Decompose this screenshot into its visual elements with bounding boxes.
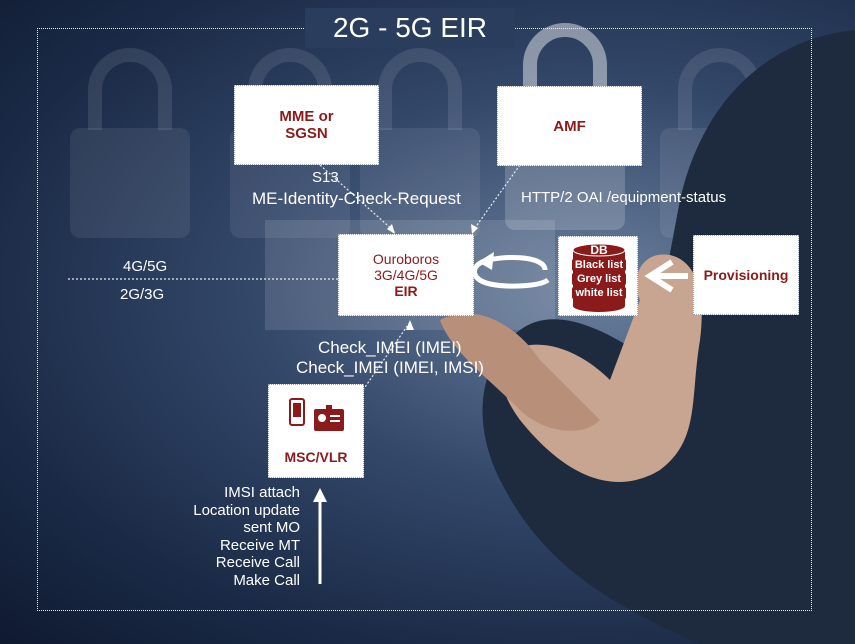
event-receive-mt: Receive MT [150, 537, 300, 555]
event-make-call: Make Call [150, 572, 300, 590]
event-receive-call: Receive Call [150, 554, 300, 572]
event-list: IMSI attach Location update sent MO Rece… [150, 484, 300, 590]
event-imsi-attach: IMSI attach [150, 484, 300, 502]
http2-label: HTTP/2 OAI /equipment-status [521, 189, 726, 206]
event-location-update: Location update [150, 502, 300, 520]
s13-label: S13 [312, 169, 339, 186]
label-4g5g: 4G/5G [123, 258, 167, 275]
check-imei-imsi-label: Check_IMEI (IMEI, IMSI) [296, 358, 484, 378]
me-identity-label: ME-Identity-Check-Request [252, 189, 461, 209]
label-2g3g: 2G/3G [120, 286, 164, 303]
check-imei-label: Check_IMEI (IMEI) [318, 338, 462, 358]
event-sent-mo: sent MO [150, 519, 300, 537]
